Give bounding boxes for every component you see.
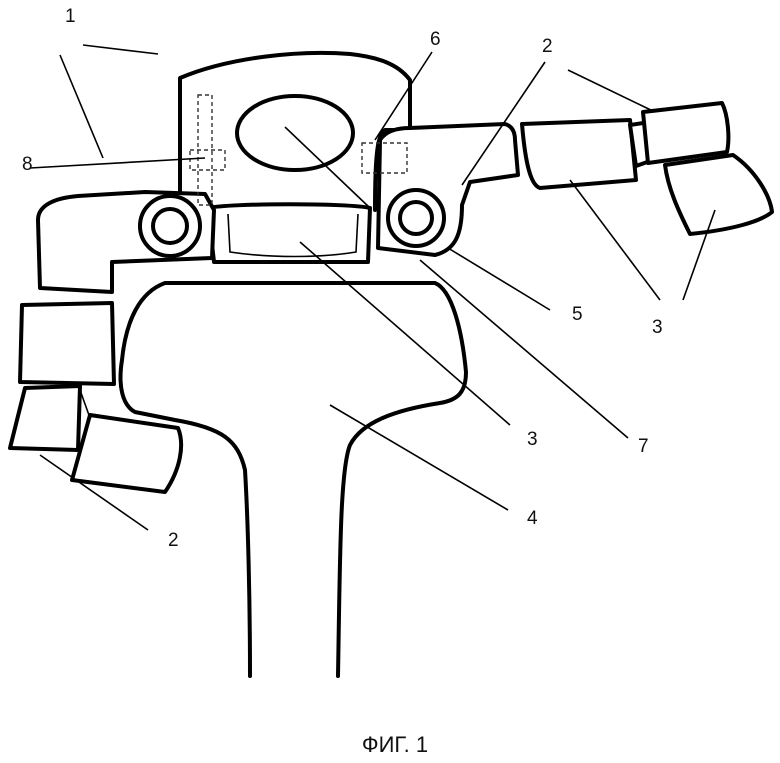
callout-3-right: 3	[652, 317, 663, 338]
right-block-b	[643, 103, 728, 163]
callout-4: 4	[527, 508, 538, 529]
figure-caption: ФИГ. 1	[362, 732, 428, 757]
callout-2-right: 2	[542, 36, 553, 57]
callout-3-center: 3	[527, 429, 538, 450]
left-connector	[80, 390, 90, 418]
left-block-b	[10, 386, 80, 450]
left-joint-inner	[153, 209, 187, 243]
left-block-c	[72, 415, 181, 492]
right-block-c	[665, 155, 772, 234]
left-block-a	[20, 303, 114, 384]
callout-2-left: 2	[168, 530, 179, 551]
housing-bore	[237, 96, 353, 170]
callout-1: 1	[65, 6, 76, 27]
callout-7: 7	[638, 436, 649, 457]
callout-5: 5	[572, 304, 583, 325]
right-block-a	[522, 120, 636, 188]
callout-8: 8	[22, 154, 33, 175]
callout-6: 6	[430, 29, 441, 50]
right-joint-inner	[400, 202, 432, 234]
